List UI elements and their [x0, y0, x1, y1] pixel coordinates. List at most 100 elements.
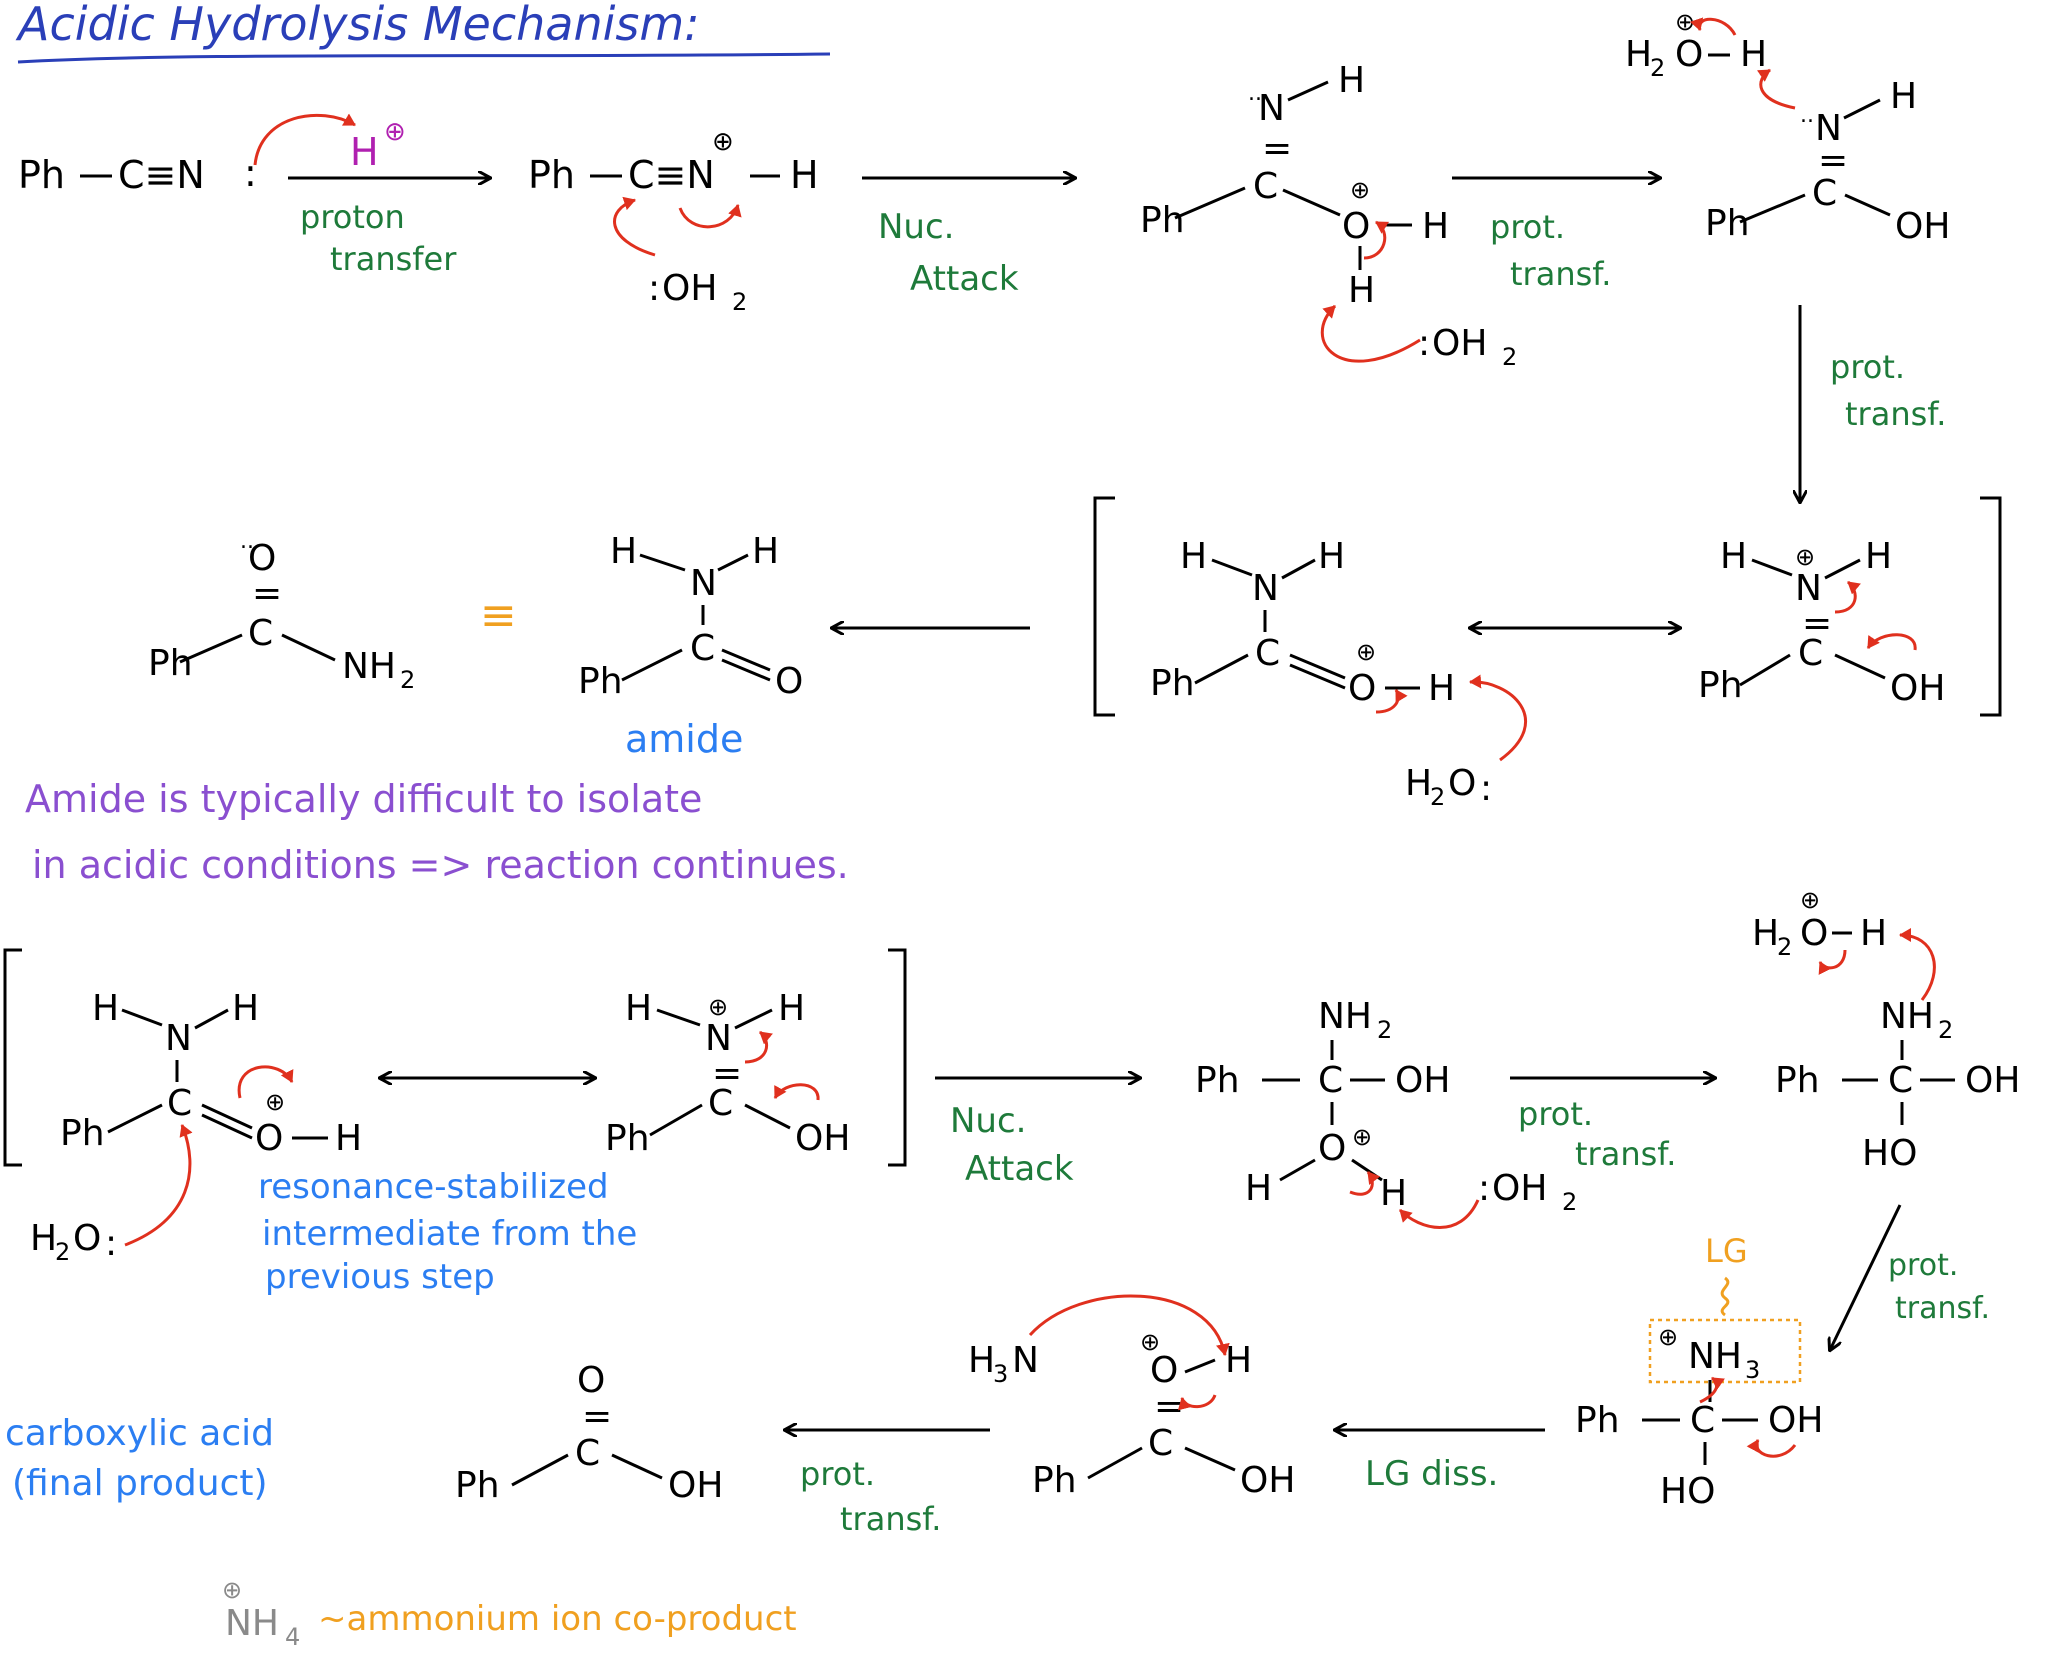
svg-text:N: N — [1258, 88, 1285, 129]
svg-text:transf.: transf. — [840, 1500, 941, 1538]
svg-text:Ph: Ph — [1575, 1400, 1620, 1441]
protonated-acid: O ⊕ H = C Ph OH — [1032, 1328, 1295, 1501]
svg-text:H: H — [1860, 913, 1887, 954]
svg-text:3: 3 — [993, 1360, 1008, 1388]
resonance-structure-c: H N H C Ph O ⊕ H — [60, 988, 362, 1159]
step-label: Nuc. Attack — [950, 1101, 1074, 1189]
svg-text:⊕: ⊕ — [384, 117, 406, 147]
svg-text:N: N — [690, 563, 717, 604]
svg-text:Ph: Ph — [1150, 663, 1195, 704]
svg-text:C: C — [1255, 633, 1280, 674]
step-label: prot. transf. — [1490, 208, 1611, 293]
svg-text:O: O — [1342, 206, 1370, 247]
svg-text:..: .. — [240, 529, 254, 554]
svg-text:OH: OH — [662, 268, 717, 309]
svg-text:H: H — [350, 130, 379, 174]
svg-text:OH: OH — [1395, 1060, 1450, 1101]
svg-text:N: N — [1815, 108, 1842, 149]
svg-text:Ph: Ph — [1705, 203, 1750, 244]
electron-arrow — [237, 1065, 294, 1099]
electron-arrow — [744, 1030, 773, 1064]
lg-box — [1648, 1318, 1802, 1384]
svg-text:Ph: Ph — [605, 1118, 650, 1159]
svg-text:O: O — [1150, 1350, 1178, 1391]
electron-arrow — [1866, 633, 1917, 651]
svg-text:C: C — [690, 628, 715, 669]
electron-arrow — [253, 113, 356, 166]
imidic-acid: H 2 O ⊕ H N .. H = C Ph OH — [1625, 8, 1950, 247]
svg-text:in acidic conditions => reacti: in acidic conditions => reaction continu… — [32, 843, 849, 887]
svg-text:O: O — [775, 661, 803, 702]
svg-text:=: = — [582, 1396, 612, 1437]
svg-text:O: O — [73, 1218, 101, 1259]
svg-text:O: O — [1318, 1128, 1346, 1169]
svg-text:⊕: ⊕ — [1356, 638, 1376, 666]
electron-arrow — [1818, 949, 1847, 975]
svg-text:⊕: ⊕ — [1658, 1323, 1678, 1351]
electron-arrow — [1834, 580, 1861, 614]
svg-text:⊕: ⊕ — [222, 1576, 242, 1604]
amide-structure: H N H C Ph O — [578, 531, 803, 702]
svg-text:C: C — [575, 1433, 600, 1474]
svg-text:C≡N: C≡N — [118, 153, 205, 197]
electron-arrow — [1899, 928, 1936, 1001]
svg-text:=: = — [252, 573, 282, 614]
electron-arrow — [1363, 220, 1390, 260]
tetrahedral-ammonium: ⊕ NH 3 Ph C OH HO — [1575, 1323, 1823, 1512]
svg-text:OH: OH — [1768, 1400, 1823, 1441]
svg-text:H: H — [232, 988, 259, 1029]
svg-text:H: H — [30, 1218, 57, 1259]
electron-arrow — [1177, 1394, 1217, 1411]
water: : OH 2 — [1478, 1168, 1577, 1216]
leaving-group-label: LG — [1705, 1232, 1748, 1270]
svg-text:⊕: ⊕ — [1675, 8, 1695, 36]
svg-text:H: H — [1338, 60, 1365, 101]
svg-text:2: 2 — [400, 666, 415, 694]
svg-text:Ph: Ph — [18, 153, 65, 197]
electron-arrow — [1469, 674, 1527, 762]
svg-text:C: C — [708, 1083, 733, 1124]
water: H 2 O : — [30, 1218, 117, 1266]
step-label: prot. transf. — [800, 1455, 941, 1538]
svg-text::: : — [105, 1223, 117, 1264]
svg-text::: : — [1418, 323, 1430, 364]
svg-text:Ph: Ph — [1140, 200, 1185, 241]
svg-text:Ph: Ph — [1775, 1060, 1820, 1101]
svg-text:N: N — [705, 1018, 732, 1059]
svg-text:H: H — [778, 988, 805, 1029]
resonance-structure-d: H N ⊕ H = C Ph OH — [605, 988, 850, 1159]
svg-text:carboxylic acid: carboxylic acid — [5, 1413, 274, 1454]
svg-text:C: C — [1253, 166, 1278, 207]
svg-text:H: H — [1625, 34, 1652, 75]
bracket-right — [888, 948, 907, 1167]
svg-text:prot.: prot. — [1518, 1095, 1593, 1133]
svg-text:NH: NH — [225, 1603, 279, 1644]
acid-label: carboxylic acid (final product) — [5, 1413, 274, 1504]
svg-text:OH: OH — [1895, 206, 1950, 247]
svg-text:O: O — [1675, 34, 1703, 75]
bracket-right — [1980, 496, 2002, 717]
svg-text::: : — [1478, 1168, 1490, 1209]
electron-arrow — [678, 204, 742, 229]
svg-text:transf.: transf. — [1895, 1291, 1990, 1326]
svg-text:transf.: transf. — [1845, 395, 1946, 433]
page-title: Acidic Hydrolysis Mechanism: — [15, 0, 700, 51]
svg-text:⊕: ⊕ — [265, 1088, 285, 1116]
bracket-left — [1093, 496, 1115, 717]
svg-text:H: H — [1422, 206, 1449, 247]
svg-text:OH: OH — [1240, 1460, 1295, 1501]
svg-text:O: O — [255, 1118, 283, 1159]
svg-text:transf.: transf. — [1575, 1135, 1676, 1173]
electron-arrow — [124, 1124, 193, 1247]
svg-text:OH: OH — [1965, 1060, 2020, 1101]
svg-text:NH: NH — [1880, 996, 1934, 1037]
svg-text:=: = — [1802, 603, 1832, 644]
svg-text:C≡N: C≡N — [628, 153, 715, 197]
electron-arrow — [773, 1083, 820, 1101]
svg-text:H: H — [1225, 1340, 1252, 1381]
svg-text:Ph: Ph — [528, 153, 575, 197]
svg-text:H: H — [1740, 34, 1767, 75]
svg-text:OH: OH — [1890, 668, 1945, 709]
equivalence-sign: ≡ — [480, 590, 517, 641]
electron-arrow — [1375, 689, 1408, 714]
